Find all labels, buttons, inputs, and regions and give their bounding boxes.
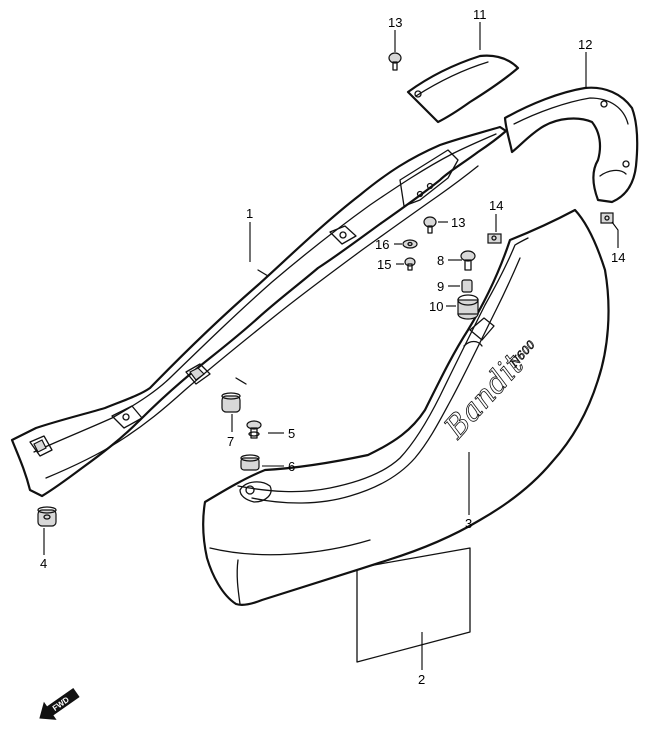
part-11-cap <box>406 54 520 124</box>
callout-8: 8 <box>437 253 444 268</box>
screw-13-right <box>423 216 437 234</box>
part-1-frame-cover <box>10 125 508 498</box>
cushion-4 <box>37 506 57 527</box>
callout-3: 3 <box>465 516 472 531</box>
cushion-7 <box>221 392 241 413</box>
callout-2: 2 <box>418 672 425 687</box>
callout-14-right: 14 <box>611 250 625 265</box>
callout-7: 7 <box>227 434 234 449</box>
washer-16 <box>402 239 418 249</box>
callout-15: 15 <box>377 257 391 272</box>
callout-labels: 1 2 3 4 5 6 7 8 9 10 11 12 13 13 14 14 1… <box>40 7 625 687</box>
callout-12: 12 <box>578 37 592 52</box>
callout-5: 5 <box>288 426 295 441</box>
callout-6: 6 <box>288 459 295 474</box>
screw-5 <box>246 420 262 439</box>
screw-8 <box>460 250 476 271</box>
screw-13-upper <box>388 52 402 71</box>
callout-16: 16 <box>375 237 389 252</box>
grommet-10 <box>457 294 479 320</box>
callout-1: 1 <box>246 206 253 221</box>
callout-11: 11 <box>473 7 487 22</box>
leader-lines <box>43 22 619 670</box>
callout-10: 10 <box>429 299 443 314</box>
part-2-flap <box>356 547 471 663</box>
nut-14-left <box>487 233 502 244</box>
screw-15 <box>404 257 416 271</box>
callout-14-left: 14 <box>489 198 503 213</box>
callout-13-upper: 13 <box>388 15 402 30</box>
nut-14-right <box>600 212 614 224</box>
part-12-rear-piece <box>503 86 639 204</box>
callout-13-right: 13 <box>451 215 465 230</box>
grommet-6 <box>240 454 260 471</box>
fwd-arrow-icon: FWD <box>39 687 80 720</box>
callout-9: 9 <box>437 279 444 294</box>
callout-4: 4 <box>40 556 47 571</box>
spacer-9 <box>461 279 473 293</box>
part-3-tail-cover: Bandit N600 <box>202 208 610 606</box>
